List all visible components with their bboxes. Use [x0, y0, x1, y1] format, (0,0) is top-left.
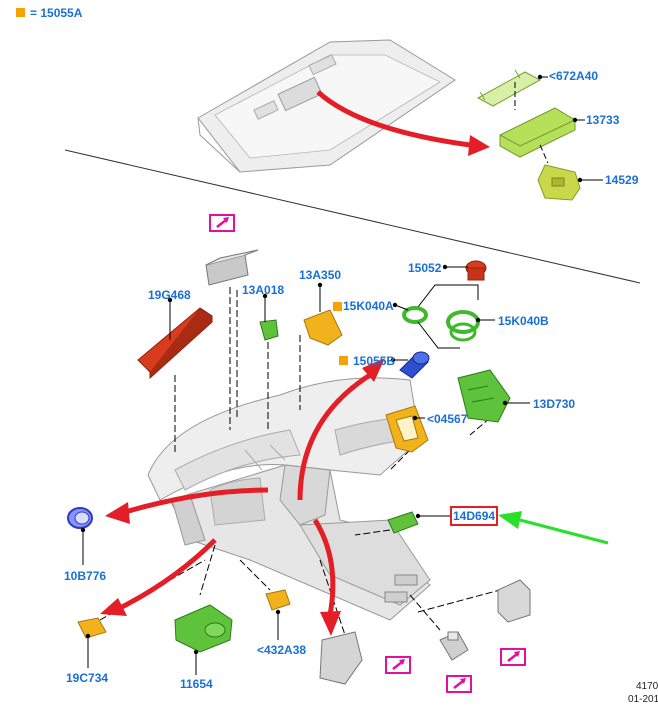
part-15052 — [465, 260, 487, 281]
part-13A018 — [259, 319, 279, 341]
callout-15K040B: 15K040B — [498, 314, 549, 328]
callout-13D730: 13D730 — [533, 397, 576, 411]
callout-15K040A: 15K040A — [343, 299, 394, 313]
section-divider — [64, 149, 641, 284]
part-672A40 — [476, 69, 542, 107]
callout-15055B-text: 15055B — [353, 354, 396, 368]
part-gray-block — [497, 579, 531, 623]
callout-10B776: 10B776 — [64, 569, 107, 583]
callout-14529: 14529 — [605, 173, 639, 187]
callout-13A350: 13A350 — [299, 268, 341, 282]
part-15055B — [399, 351, 430, 379]
callout-13733: 13733 — [586, 113, 620, 127]
part-432A38 — [265, 589, 291, 611]
part-gray-socket — [439, 631, 469, 661]
reference-arrow-icon — [500, 648, 526, 666]
headliner-illustration — [197, 39, 456, 173]
callout-19G468: 19G468 — [148, 288, 191, 302]
part-gray-switch — [205, 249, 259, 286]
callout-11654: 11654 — [180, 677, 213, 691]
callout-19C734: 19C734 — [66, 671, 109, 685]
part-13D730 — [457, 369, 511, 423]
part-11654 — [174, 604, 233, 653]
callout-13A350-text: 13A350 — [299, 268, 342, 282]
part-13733 — [499, 107, 576, 158]
legend-swatch — [16, 8, 25, 17]
callout-14D694: 14D694 — [449, 506, 499, 526]
reference-arrow-icon — [209, 214, 235, 232]
part-19C734 — [77, 617, 107, 639]
part-14529 — [537, 164, 581, 201]
part-10B776 — [67, 507, 93, 529]
part-15K040B — [446, 310, 480, 342]
legend-marker — [339, 356, 348, 365]
footer-date: 01-201 — [628, 694, 658, 705]
callout-432A38: <432A38 — [257, 643, 307, 657]
callout-672A40: <672A40 — [549, 69, 599, 83]
part-13A350 — [303, 309, 343, 346]
legend: = 15055A — [16, 6, 82, 20]
part-15K040A — [402, 306, 428, 324]
part-14D694 — [387, 511, 419, 534]
callout-15052: 15052 — [408, 261, 442, 275]
part-19G468 — [137, 307, 213, 380]
red-arrowheads — [100, 358, 385, 636]
red-arrow-headliner — [316, 90, 490, 156]
footer-id: 4170 — [636, 681, 658, 692]
red-arrows-dashboard — [118, 372, 372, 616]
callout-04567: <04567 — [427, 412, 468, 426]
reference-arrow-icon — [385, 656, 411, 674]
legend-text: = 15055A — [30, 6, 83, 20]
reference-arrow-icon — [446, 675, 472, 693]
green-arrow — [498, 511, 609, 545]
part-gray-cover — [319, 631, 363, 685]
callout-15055B: 15055B — [339, 354, 395, 368]
callout-13A018: 13A018 — [242, 283, 285, 297]
legend-marker-13A350 — [333, 302, 342, 311]
